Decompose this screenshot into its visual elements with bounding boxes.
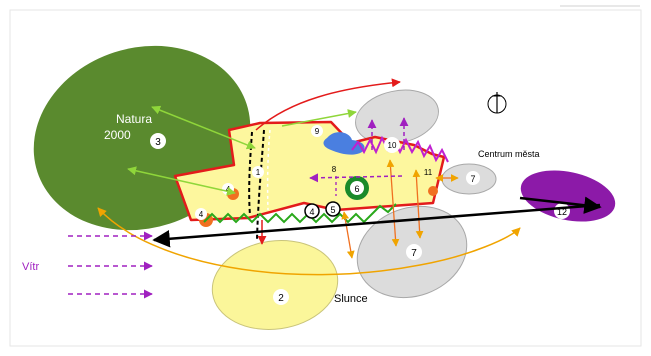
water-body (323, 132, 365, 155)
sun-label: Slunce (334, 293, 368, 305)
arrow-purple-inner-1 (309, 173, 403, 183)
diagram-border (9, 9, 642, 347)
arrow-red-top (255, 78, 401, 131)
svg-text:3: 3 (155, 137, 161, 148)
arrow-orange-2 (386, 159, 400, 247)
svg-text:5: 5 (330, 205, 335, 215)
zone-12-ellipse (520, 170, 616, 222)
natura-year-label: 2000 (104, 128, 131, 142)
path-dashed-3 (266, 129, 271, 211)
marker-11: 11 (421, 165, 438, 196)
north-arrow-icon (487, 92, 507, 114)
marker-6: 6 (345, 176, 369, 200)
marker-8: 8 (328, 163, 340, 175)
svg-text:4: 4 (309, 207, 314, 217)
marker-7-bottom: 7 (406, 244, 422, 260)
marker-7-right: 7 (466, 171, 480, 185)
marker-2: 2 (273, 289, 289, 305)
natura-label: Natura (116, 112, 152, 126)
svg-text:11: 11 (424, 168, 433, 177)
main-axis-arrow-right (519, 196, 602, 214)
svg-text:7: 7 (411, 248, 417, 259)
arrow-green-2 (127, 166, 236, 196)
marker-5: 5 (325, 201, 341, 217)
path-dashed-1 (256, 129, 265, 241)
arrow-green-3 (281, 109, 357, 127)
arrow-orange-3 (412, 169, 424, 239)
marker-12: 12 (554, 203, 570, 219)
marker-10: 10 (384, 137, 400, 153)
wind-label: Vítr (22, 261, 39, 273)
svg-text:1: 1 (256, 168, 261, 177)
arrow-orange-sun-path (97, 207, 521, 276)
svg-text:6: 6 (354, 184, 359, 194)
arrow-green-1 (151, 105, 256, 150)
svg-text:4: 4 (199, 210, 204, 219)
marker-4-outlined: 4 (304, 203, 320, 219)
svg-text:7: 7 (470, 174, 475, 184)
marker-1: 1 (252, 166, 264, 178)
svg-text:8: 8 (332, 165, 337, 174)
svg-text:2: 2 (278, 293, 284, 304)
centrum-label: Centrum města (478, 149, 540, 159)
purple-barrier-zigzag (351, 135, 449, 163)
arrow-orange-1 (341, 211, 355, 259)
svg-text:10: 10 (388, 141, 397, 150)
marker-9: 9 (311, 125, 323, 137)
marker-3: 3 (150, 133, 166, 149)
svg-text:12: 12 (557, 207, 567, 217)
zone-2-ellipse (211, 240, 339, 330)
main-axis-arrow-left (152, 203, 601, 248)
svg-text:9: 9 (315, 127, 320, 136)
